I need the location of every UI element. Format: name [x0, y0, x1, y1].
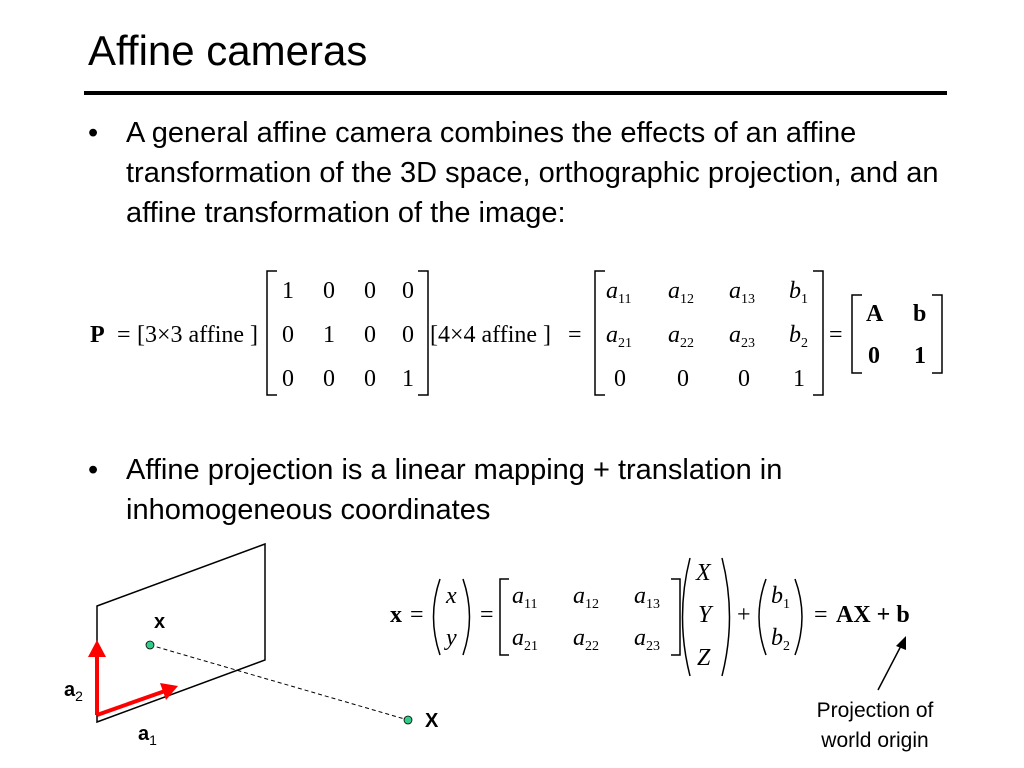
matrix-cell: A — [866, 301, 884, 327]
vector-cell: X — [695, 560, 712, 586]
matrix-cell: a21 — [606, 322, 632, 351]
axis-a2-arrowhead — [88, 640, 106, 657]
axis-a2-label: a2 — [64, 679, 83, 704]
eq2-b-right-paren — [794, 578, 803, 656]
eq2-xy-right-paren — [462, 578, 471, 656]
bullet-symbol: • — [88, 454, 99, 486]
eq2-rhs: AX + b — [836, 602, 910, 628]
eq2-b-left-paren — [758, 578, 767, 656]
matrix-cell: a12 — [668, 278, 694, 307]
vector-cell: x — [445, 583, 457, 609]
eq1-affine4: [4×4 affine ] — [430, 322, 551, 348]
annotation-note: Projection of world origin — [790, 696, 960, 756]
matrix-cell: a22 — [668, 322, 694, 351]
matrix-cell: 0 — [614, 366, 626, 392]
annotation-line-2: world origin — [821, 729, 929, 752]
matrix-cell: 1 — [402, 366, 414, 392]
eq1-camera-left-bracket — [594, 270, 605, 396]
eq2-lhs-x: x — [390, 602, 402, 628]
image-point-label: x — [154, 611, 165, 633]
eq2-xyz-left-paren — [681, 557, 691, 677]
title-divider — [84, 91, 947, 95]
eq1-lhs-P: P — [90, 322, 105, 348]
matrix-cell: 0 — [364, 322, 376, 348]
matrix-cell: 0 — [868, 343, 880, 369]
matrix-cell: a12 — [573, 583, 599, 612]
matrix-cell: a22 — [573, 625, 599, 654]
eq1-equals: = — [117, 322, 131, 348]
matrix-cell: 0 — [364, 366, 376, 392]
slide-title: Affine cameras — [88, 27, 368, 74]
matrix-cell: 0 — [323, 366, 335, 392]
bullet-text-1: A general affine camera combines the eff… — [126, 117, 939, 229]
eq1-ortho-right-bracket — [418, 270, 429, 396]
eq2-matrix-right-bracket — [671, 578, 681, 656]
vector-cell: Y — [698, 602, 714, 628]
matrix-cell: b — [913, 301, 926, 327]
axis-a1-label: a1 — [138, 723, 157, 748]
bullet-item: • A general affine camera combines the e… — [88, 113, 948, 233]
matrix-cell: 1 — [914, 343, 926, 369]
matrix-cell: 0 — [323, 278, 335, 304]
matrix-cell: 0 — [402, 278, 414, 304]
axis-a1-arrow — [96, 689, 166, 717]
matrix-cell: 1 — [282, 278, 294, 304]
matrix-cell: 0 — [364, 278, 376, 304]
eq1-affine3: [3×3 affine ] — [137, 322, 258, 348]
eq1-equals-2: = — [568, 322, 582, 348]
matrix-cell: a13 — [729, 278, 755, 307]
annotation-line-1: Projection of — [816, 699, 934, 722]
eq2-equals-2: = — [480, 602, 494, 628]
eq1-camera-right-bracket — [813, 270, 824, 396]
matrix-cell: 1 — [323, 322, 335, 348]
eq2-xy-left-paren — [432, 578, 441, 656]
eq2-equals: = — [410, 602, 424, 628]
matrix-cell: 0 — [282, 366, 294, 392]
eq2-matrix-left-bracket — [499, 578, 509, 656]
image-point — [145, 640, 155, 650]
eq1-block-matrix: A b 0 1 — [866, 301, 926, 369]
eq2-matrix-a: a11 a12 a13 a21 a22 a23 — [512, 583, 660, 654]
matrix-cell: a23 — [729, 322, 755, 351]
matrix-cell: 0 — [738, 366, 750, 392]
matrix-cell: 1 — [793, 366, 805, 392]
image-plane — [96, 542, 266, 724]
matrix-cell: a13 — [634, 583, 660, 612]
bullet-symbol: • — [88, 117, 99, 149]
eq1-block-right-bracket — [932, 294, 943, 374]
axis-a1-arrowhead — [160, 683, 178, 700]
annotation-arrow — [877, 636, 906, 691]
camera-diagram: x X a2 a1 — [64, 542, 439, 748]
matrix-cell: 0 — [677, 366, 689, 392]
world-point-label: X — [425, 710, 439, 732]
matrix-cell: 0 — [282, 322, 294, 348]
vector-cell: y — [444, 625, 457, 651]
eq1-equals-3: = — [829, 322, 843, 348]
matrix-cell: b2 — [789, 322, 808, 351]
eq1-ortho-matrix: 1 0 0 0 0 1 0 0 0 0 0 1 — [282, 278, 414, 392]
vector-cell: b1 — [771, 583, 790, 612]
bullet-text-2: Affine projection is a linear mapping + … — [126, 454, 783, 526]
matrix-cell: b1 — [789, 278, 808, 307]
eq2-equals-3: = — [814, 602, 828, 628]
eq2-plus: + — [737, 602, 751, 628]
matrix-cell: a21 — [512, 625, 538, 654]
vector-cell: b2 — [771, 625, 790, 654]
matrix-cell: a11 — [512, 583, 537, 612]
eq1-ortho-left-bracket — [266, 270, 277, 396]
projection-ray — [149, 644, 409, 721]
world-point — [403, 715, 413, 725]
matrix-cell: 0 — [402, 322, 414, 348]
equation-camera-matrix: P = [3×3 affine ] 1 0 0 0 0 1 0 0 0 0 0 … — [90, 270, 943, 396]
vector-cell: Z — [697, 645, 711, 671]
eq1-camera-matrix: a11 a12 a13 b1 a21 a22 a23 b2 0 0 0 1 — [606, 278, 808, 392]
matrix-cell: a23 — [634, 625, 660, 654]
equation-affine-projection: x = x y = a11 a12 a13 a21 a22 a23 X Y Z … — [390, 557, 910, 677]
bullet-item: • Affine projection is a linear mapping … — [88, 450, 948, 530]
eq1-block-left-bracket — [851, 294, 862, 374]
matrix-cell: a11 — [606, 278, 631, 307]
eq2-xyz-right-paren — [721, 557, 731, 677]
